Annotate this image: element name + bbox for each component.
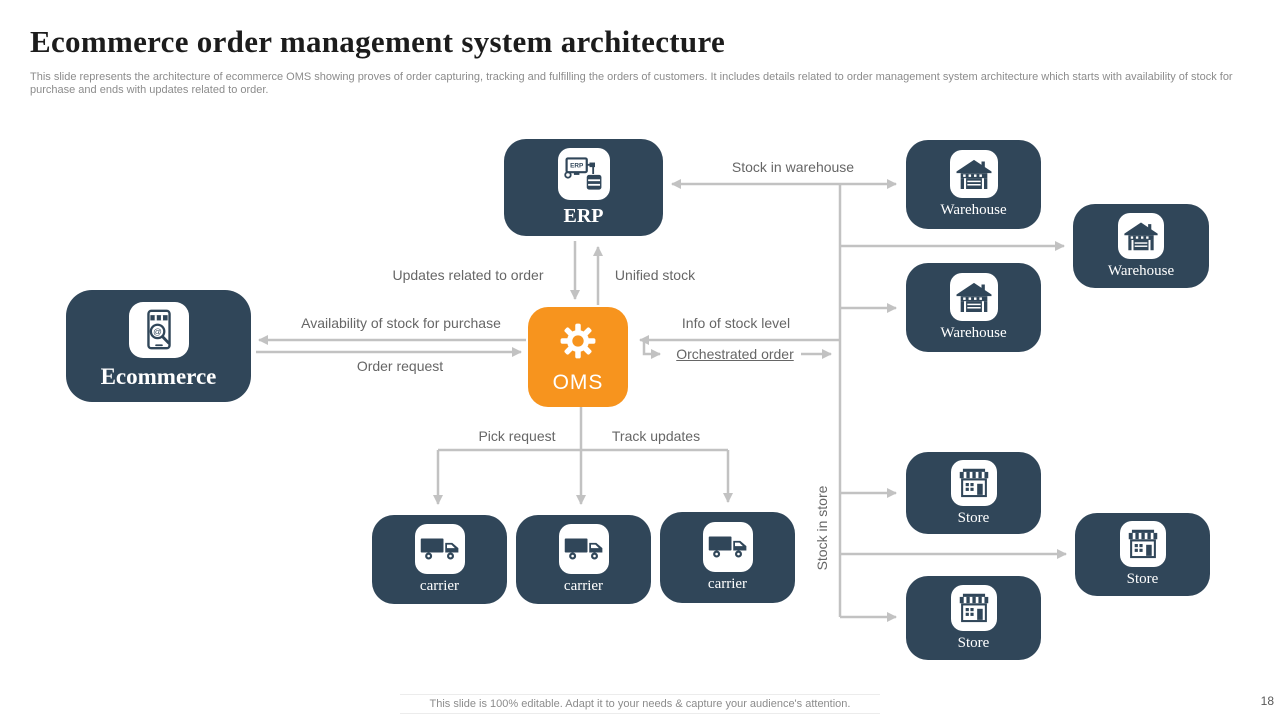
edge-label-updates-related-to-order: Updates related to order: [392, 267, 544, 283]
carrier-node-1: carrier: [372, 515, 507, 604]
erp-node-label: ERP: [563, 204, 604, 227]
magnifier-at-symbol: @: [153, 327, 162, 337]
warehouse-node-label: Warehouse: [1107, 262, 1175, 279]
oms-node-label: OMS: [552, 371, 604, 394]
store-icon: [950, 459, 997, 506]
oms-node: OMS: [528, 307, 628, 407]
mobile-shop-icon: @: [128, 302, 189, 358]
edge-label-stock-in-warehouse: Stock in warehouse: [731, 159, 855, 175]
edge-label-info-of-stock-level: Info of stock level: [681, 315, 791, 331]
store-node-label: Store: [957, 634, 990, 651]
store-node-1: Store: [906, 452, 1041, 534]
slide-subtitle: This slide represents the architecture o…: [30, 71, 1233, 96]
warehouse-node-far: Warehouse: [1073, 204, 1209, 288]
page-title: Ecommerce order management system archit…: [30, 24, 725, 59]
warehouse-node-label: Warehouse: [940, 202, 1007, 218]
store-node-label: Store: [1126, 571, 1159, 587]
truck-icon: [414, 524, 465, 574]
carrier-node-label: carrier: [707, 576, 748, 592]
edge-label-orchestrated-order: Orchestrated order: [676, 346, 794, 362]
page-number: 18: [1260, 694, 1274, 708]
store-icon: [1119, 521, 1166, 567]
store-icon: [950, 584, 997, 631]
edge-label-pick-request: Pick request: [478, 428, 556, 444]
ecommerce-node-label: Ecommerce: [100, 364, 217, 389]
edge-label-track-updates: Track updates: [611, 428, 701, 444]
erp-system-icon: ERP: [557, 147, 610, 200]
store-node-label: Store: [957, 509, 990, 526]
footer-note: This slide is 100% editable. Adapt it to…: [400, 694, 880, 714]
store-node-far: Store: [1075, 513, 1210, 596]
carrier-node-label: carrier: [563, 578, 604, 594]
erp-node: ERP ERP: [504, 139, 663, 236]
warehouse-node-label: Warehouse: [940, 325, 1007, 341]
edge-orchestrated-order-start: [642, 341, 661, 359]
warehouse-node-1: Warehouse: [906, 140, 1041, 229]
warehouse-icon: [949, 273, 998, 321]
truck-icon: [558, 524, 609, 574]
edge-label-unified-stock: Unified stock: [614, 267, 696, 283]
carrier-node-label: carrier: [419, 578, 460, 594]
edge-label-stock-in-store: Stock in store: [814, 485, 830, 571]
edge-label-order-request: Order request: [356, 358, 444, 374]
carrier-node-3: carrier: [660, 512, 795, 603]
gear-icon: [556, 319, 600, 368]
warehouse-node-2: Warehouse: [906, 263, 1041, 352]
warehouse-icon: [1118, 212, 1164, 259]
truck-icon: [702, 522, 753, 572]
carrier-node-2: carrier: [516, 515, 651, 604]
erp-screen-text: ERP: [570, 162, 584, 169]
store-node-3: Store: [906, 576, 1041, 660]
warehouse-icon: [949, 150, 998, 198]
ecommerce-node: @ Ecommerce: [66, 290, 251, 402]
edge-label-availability: Availability of stock for purchase: [301, 315, 501, 331]
